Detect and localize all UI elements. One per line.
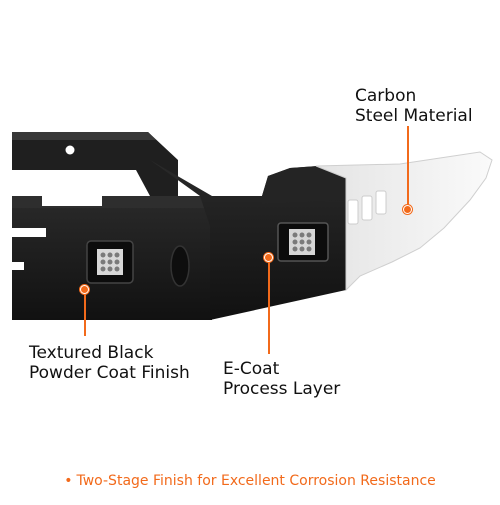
powder-callout-dot bbox=[80, 285, 89, 294]
powder-callout-line2: Powder Coat Finish bbox=[29, 363, 190, 384]
footer-caption: •Two-Stage Finish for Excellent Corrosio… bbox=[0, 473, 500, 489]
powder-callout-line1: Textured Black bbox=[29, 343, 154, 363]
ecoat-callout-line2: Process Layer bbox=[223, 379, 341, 400]
carbon-steel-callout: Carbon Steel Material bbox=[355, 86, 473, 126]
footer-bullet: • bbox=[64, 473, 73, 489]
powder-leader-line bbox=[84, 294, 86, 336]
carbon-callout-line1: Carbon bbox=[355, 86, 417, 106]
carbon-leader-line bbox=[407, 126, 409, 206]
ecoat-callout: E-Coat Process Layer bbox=[223, 359, 340, 399]
ecoat-callout-line1: E-Coat bbox=[223, 359, 280, 379]
ecoat-leader-line bbox=[268, 262, 270, 354]
footer-text: Two-Stage Finish for Excellent Corrosion… bbox=[76, 473, 436, 489]
carbon-callout-dot bbox=[403, 205, 412, 214]
powder-coat-callout: Textured Black Powder Coat Finish bbox=[29, 343, 190, 383]
ecoat-callout-dot bbox=[264, 253, 273, 262]
carbon-callout-line2: Steel Material bbox=[355, 106, 473, 127]
